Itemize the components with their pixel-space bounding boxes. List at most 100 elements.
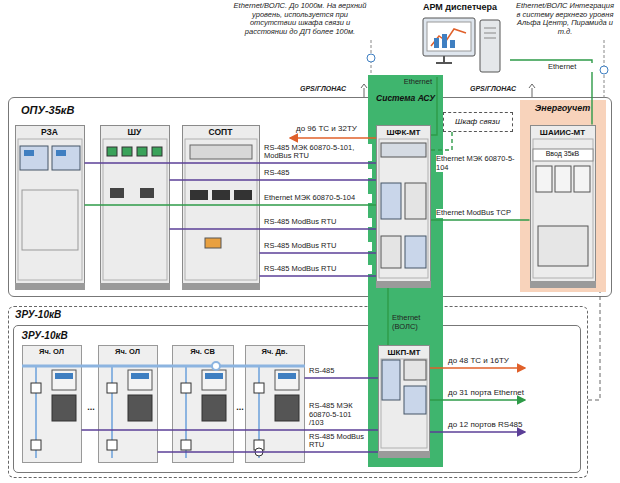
switchgear-cell: Яч. Дв. [245,345,305,463]
drawing-stroke [22,190,78,250]
drawing-stroke [254,366,299,458]
drawing-stroke [31,362,299,458]
connector-label: RS-485 [264,169,372,178]
connector [82,430,379,431]
connector-line [387,288,388,345]
drawing-stroke [31,383,41,393]
connector-label: Ethernet МЭК 60870-5-104 [436,155,518,172]
comm-cabinet: Шкаф связи [443,112,513,132]
connector-line [431,77,437,135]
note-label: GPS/ГЛОНАС [300,85,360,93]
equipment-cabinet: ШФК-МТ [376,125,431,288]
drawing-stroke [111,366,113,458]
node-title: ОПУ-35кВ [9,98,611,117]
drawing-stroke [190,145,252,159]
drawing-stroke [404,360,426,380]
node-title: Яч. Дв. [246,346,304,357]
drawing-stroke [15,139,596,458]
drawing-stroke [15,283,85,290]
drawing-stroke [436,56,452,63]
drawing-stroke [484,28,496,38]
drawing-stroke [122,147,132,156]
connector [158,452,379,453]
connector [170,180,377,181]
connector-line [158,451,379,452]
drawing-stroke [107,383,117,393]
connector [431,132,452,151]
drawing-stroke [205,238,221,248]
note-label: Ethernet/ВОЛС. До 1000м. На верхний уров… [230,2,370,37]
equipment-cabinet: РЗА [15,125,85,290]
drawing-stroke [382,360,400,400]
drawing-stroke [381,236,401,268]
drawing-stroke [371,40,372,74]
drawing-stroke [35,366,37,458]
drawing-stroke [152,147,162,156]
node-title: Яч. ОЛ [23,346,81,357]
connector [388,288,389,345]
connector-line [170,228,377,229]
node-title: ШКП-МТ [379,346,429,357]
drawing-stroke [131,373,149,379]
node-note: Ввод 35кВ [531,150,595,158]
connector [260,276,377,277]
switchgear-room: ЗРУ-10кВЯч. ОЛЯч. ОЛЯч. СВЯч. Дв. [13,325,581,473]
drawing-stroke [31,440,41,450]
drawing-stroke [212,362,220,370]
node-title: Яч. СВ [173,346,233,357]
connector-line [510,60,592,125]
drawing-stroke [381,359,427,448]
connector [510,60,592,125]
note-label: до 48 ТС и 16ТУ [448,356,540,365]
drawing-stroke [434,38,439,48]
drawing-stroke [185,139,257,280]
drawing-stroke [202,395,226,421]
drawing-stroke [367,54,375,62]
node-title: Система АСУ [368,94,443,104]
switchgear-cell: Яч. СВ [172,345,234,463]
note-label: до 31 порта Ethernet [448,388,540,397]
connector-label: RS-485 ModBus RTU [309,433,367,450]
drawing-stroke [376,281,431,288]
node-title: Яч. ОЛ [99,346,157,357]
drawing-stroke [31,366,76,458]
drawing-stroke [529,84,535,97]
drawing-stroke [604,40,605,100]
drawing-stroke [103,139,167,280]
connector [305,378,379,379]
drawing-stroke [536,166,552,192]
note-label: до 12 портов RS485 [448,420,540,429]
note-label: ... [235,402,245,412]
connector-line [260,275,377,276]
drawing-stroke [381,143,426,157]
note-label: до 96 ТС и 32ТУ [296,124,376,133]
connector [85,205,377,206]
connector-line [260,252,377,253]
note-label: Ethernet/ВОЛС Интеграция в систему верхн… [515,2,615,37]
drawing-stroke [254,440,264,450]
node-title: Шкаф связи [444,113,512,131]
drawing-stroke [190,190,208,200]
node-title: ШУ [101,126,169,138]
connector-label: RS-485 МЭК 60870-5-101 /103 [309,402,367,428]
workstation: АРМ диспетчера [410,2,510,77]
node-title: ШФК-МТ [377,126,430,137]
connector-label: RS-485 [309,367,367,376]
drawing-stroke [275,395,299,421]
drawing-stroke [128,370,152,390]
connector-label: Ethernet [548,63,593,72]
connector-label: RS-485 ModBus RTU [264,242,372,251]
drawing-stroke [258,366,260,458]
drawing-stroke [379,139,428,278]
connector-line [85,162,377,163]
connector-line [170,179,377,180]
drawing-stroke [22,365,305,368]
drawing-stroke [181,440,191,450]
drawing-stroke [538,226,588,266]
connector-line [305,377,379,378]
node-title: Энергоучет [520,100,606,113]
drawing-stroke [107,440,117,450]
drawing-stroke [24,150,34,156]
drawing-stroke [533,149,593,161]
